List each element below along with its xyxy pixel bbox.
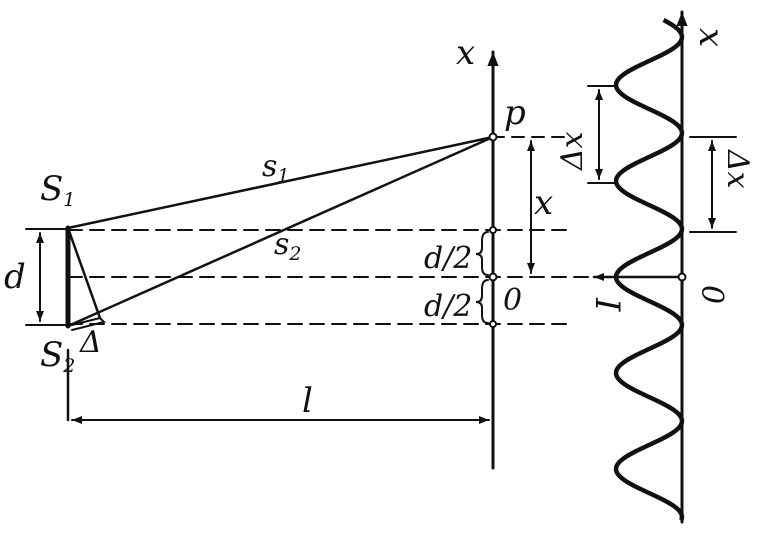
path-difference-wedge — [67, 316, 106, 331]
label-intensity-axis: x — [691, 28, 731, 47]
brace-upper — [475, 231, 489, 276]
label-displacement: x — [534, 183, 553, 223]
label-intensity: I — [587, 297, 627, 312]
brace-lower — [475, 279, 489, 324]
label-separation: d — [4, 257, 26, 297]
label-fringe-spacing-right: Δx — [720, 149, 755, 189]
label-fringe-spacing-left: Δx — [555, 131, 590, 171]
label-distance: l — [302, 381, 313, 421]
label-point-p: p — [504, 93, 526, 133]
path-difference-construction — [66, 226, 102, 320]
label-source-2: S2 — [40, 335, 75, 377]
label-half-separation-lower: d/2 — [424, 289, 472, 324]
screen-lower-dot — [489, 320, 497, 328]
label-half-separation-upper: d/2 — [424, 241, 472, 276]
screen-origin-dot — [488, 272, 498, 282]
intensity-origin-dot — [677, 272, 687, 282]
label-source-1: S1 — [40, 169, 75, 211]
ray-s2 — [66, 135, 495, 328]
intensity-fringe-curve — [613, 18, 685, 521]
label-intensity-origin: 0 — [694, 285, 729, 304]
label-screen-origin: 0 — [503, 283, 522, 318]
label-screen-axis: x — [456, 33, 475, 73]
label-path-2: s2 — [274, 227, 302, 265]
label-path-difference: Δ — [79, 325, 102, 360]
ray-s1 — [66, 135, 495, 230]
label-path-1: s1 — [262, 149, 290, 187]
point-p-dot — [488, 132, 498, 142]
screen-d2-dot — [489, 226, 497, 234]
